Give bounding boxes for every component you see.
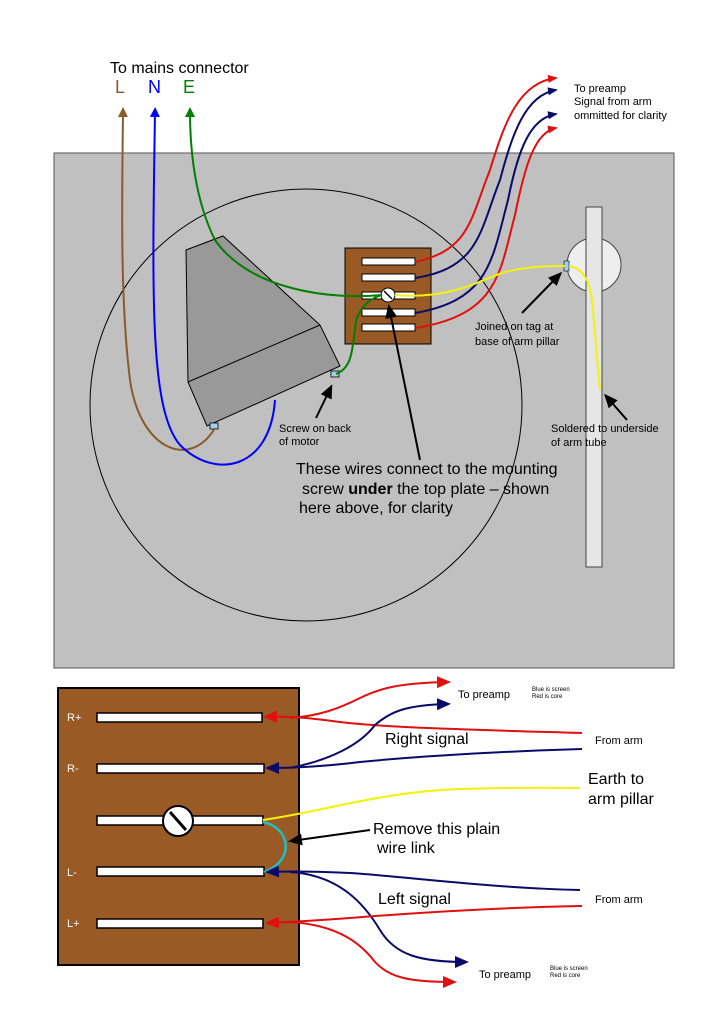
live-label: L [115, 77, 125, 97]
terminal-strip-r-plus [96, 712, 263, 723]
left-signal-label: Left signal [378, 891, 451, 908]
platter-outline [89, 188, 523, 622]
tag-note-1: Joined on tag at [475, 321, 553, 333]
bottom-legend-1: Blue is screen [550, 966, 588, 972]
neutral-wire [149, 107, 276, 466]
motor-screw-tab [330, 370, 340, 378]
main-note-line-2: screw under the top plate – shown [302, 481, 549, 498]
bottom-preamp-label: To preamp [479, 969, 531, 981]
tag-strip-4 [361, 308, 416, 317]
arm-earth-wire [394, 265, 566, 297]
from-arm-top-label: From arm [595, 735, 643, 747]
remove-link-label-1: Remove this plain [373, 821, 500, 838]
remove-link-arrow [288, 829, 371, 846]
preamp-note-2: Signal from arm [574, 96, 652, 108]
l-minus-out-wire [289, 871, 469, 968]
preamp-note-1: To preamp [574, 83, 626, 95]
terminal-label-r-minus: R- [67, 763, 79, 775]
top-legend-2: Red is core [532, 694, 563, 700]
tag-note-arrow [521, 271, 563, 314]
arm-note-arrow [604, 393, 628, 421]
terminal-strip-l-minus [96, 866, 265, 877]
earth-label-2: arm pillar [588, 791, 654, 808]
terminal-strip-r-minus [96, 763, 265, 774]
right-signal-label: Right signal [385, 731, 469, 748]
terminal-label-l-plus: L+ [67, 918, 80, 930]
l-plus-in-wire [265, 905, 583, 929]
motor-edge [187, 324, 321, 383]
arm-note-1: Soldered to underside [551, 423, 659, 435]
motor-note-arrow [315, 384, 333, 419]
preamp-note-3: ommitted for clarity [574, 110, 667, 122]
preamp-wire-red-1 [414, 74, 558, 263]
earth-wire [185, 107, 383, 375]
l-minus-in-wire [265, 865, 581, 891]
terminal-label-r-plus: R+ [67, 712, 81, 724]
bottom-legend-2: Red is core [550, 973, 581, 979]
main-note-arrow [385, 304, 421, 461]
screw-slot-bottom [168, 811, 188, 831]
r-minus-in-wire [265, 748, 583, 774]
main-note-line-1: These wires connect to the mounting [296, 461, 557, 478]
mains-title: To mains connector [110, 60, 249, 77]
earth-label: E [183, 77, 195, 97]
top-view: To mains connector L N E To preamp Signa… [53, 60, 675, 669]
remove-link-label-2: wire link [376, 840, 436, 857]
arm-tube-earth-wire [568, 265, 601, 391]
r-minus-out-wire [289, 698, 451, 769]
from-arm-bottom-label: From arm [595, 894, 643, 906]
screw-slot-top [383, 290, 393, 300]
top-preamp-label: To preamp [458, 689, 510, 701]
tag-note-2: base of arm pillar [475, 336, 560, 348]
earth-label-1: Earth to [588, 771, 644, 788]
terminal-strip-l-plus [96, 918, 264, 929]
top-plate [53, 152, 675, 669]
earth-out-wire [262, 786, 581, 821]
terminal-label-l-minus: L- [67, 867, 77, 879]
preamp-wire-navy-1 [414, 87, 558, 279]
r-plus-out-wire [289, 676, 451, 719]
preamp-wire-navy-2 [414, 111, 558, 314]
tag-strip-2 [361, 273, 416, 282]
motor-note-1: Screw on back [279, 423, 352, 435]
bottom-view: R+ R- L- L+ To preamp Blue is screen Red… [57, 676, 654, 988]
neutral-label: N [148, 77, 161, 97]
motor-note-2: of motor [279, 436, 320, 448]
l-plus-out-wire [289, 921, 457, 988]
arm-tube [585, 206, 603, 568]
preamp-wire-red-2 [414, 125, 558, 329]
tag-strip-1 [361, 257, 416, 266]
arm-note-2: of arm tube [551, 437, 607, 449]
tag-strip-5 [361, 323, 416, 332]
top-legend-1: Blue is screen [532, 687, 570, 693]
live-wire [117, 107, 216, 451]
main-note-line-3: here above, for clarity [299, 500, 453, 517]
